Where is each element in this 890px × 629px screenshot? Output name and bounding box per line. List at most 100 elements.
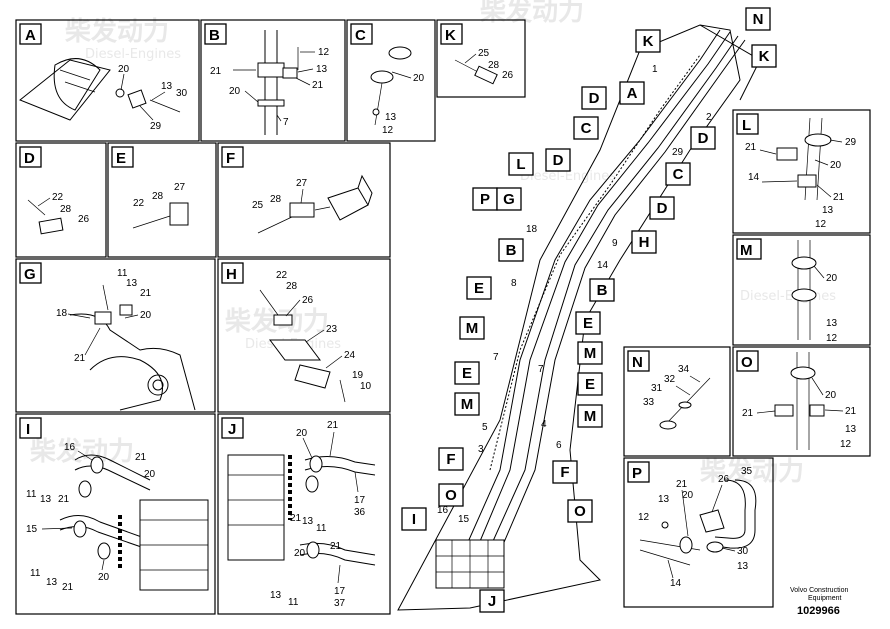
item-number: 5 bbox=[482, 422, 488, 433]
watermark-en: Diesel-Engines bbox=[520, 169, 616, 184]
panel-j: J 20 21 21 13 11 17 36 20 21 13 11 17 37 bbox=[217, 413, 391, 615]
watermark-en: Diesel-Engines bbox=[740, 289, 836, 304]
panel-l-label: 13 bbox=[822, 205, 834, 216]
main-numbers: 1 2 29 18 9 14 8 7 7 5 4 3 6 16 15 bbox=[437, 64, 712, 525]
panel-j-label: 13 bbox=[270, 590, 282, 601]
panel-n-label: 32 bbox=[664, 374, 676, 385]
panel-c: C 20 13 12 bbox=[346, 19, 436, 142]
item-number: 14 bbox=[597, 260, 609, 271]
panel-l-label: 20 bbox=[830, 160, 842, 171]
panel-p-label: 13 bbox=[737, 561, 749, 572]
panel-a-label: 20 bbox=[118, 64, 130, 75]
panel-i-label: 11 bbox=[26, 489, 37, 500]
panel-j-tag: J bbox=[228, 421, 236, 438]
callout-box bbox=[631, 230, 657, 254]
callout-tag: K bbox=[759, 48, 770, 65]
panel-m-label: 12 bbox=[826, 333, 838, 344]
item-number: 7 bbox=[493, 352, 499, 363]
panel-h-label: 28 bbox=[286, 281, 298, 292]
panel-h-tag: H bbox=[226, 266, 237, 283]
callout-box bbox=[438, 447, 464, 471]
callout-tag: K bbox=[643, 33, 654, 50]
panel-n: N 34 32 31 33 bbox=[623, 346, 731, 457]
panel-o-label: 13 bbox=[845, 424, 857, 435]
panel-e-label: 28 bbox=[152, 191, 164, 202]
callout-tag: N bbox=[753, 11, 764, 28]
panel-l-label: 21 bbox=[833, 192, 845, 203]
panel-f-label: 25 bbox=[252, 200, 264, 211]
callout-box bbox=[577, 404, 603, 428]
item-number: 9 bbox=[612, 238, 618, 249]
panel-g-label: 18 bbox=[56, 308, 68, 319]
callout-box bbox=[508, 152, 534, 176]
panel-h-label: 22 bbox=[276, 270, 288, 281]
panel-n-label: 31 bbox=[651, 383, 663, 394]
callout-tag: B bbox=[506, 242, 517, 259]
panel-i-label: 21 bbox=[135, 452, 147, 463]
main-assembly bbox=[397, 24, 761, 611]
callout-tag: D bbox=[589, 90, 600, 107]
callout-box bbox=[581, 86, 607, 110]
callout-tag: E bbox=[474, 280, 484, 297]
panel-l-label: 14 bbox=[748, 172, 760, 183]
item-number: 16 bbox=[437, 505, 449, 516]
callout-tag: H bbox=[639, 234, 650, 251]
panel-b-label: 13 bbox=[316, 64, 328, 75]
panel-p-label: 20 bbox=[682, 490, 694, 501]
drawing-number: 1029966 bbox=[797, 605, 840, 617]
callout-box bbox=[577, 341, 603, 365]
footer-line1: Volvo Construction bbox=[790, 587, 848, 594]
item-number: 29 bbox=[672, 147, 684, 158]
panel-j-label: 20 bbox=[294, 548, 306, 559]
callout-box bbox=[466, 276, 492, 300]
panel-j-label: 36 bbox=[354, 507, 366, 518]
item-number: 3 bbox=[478, 444, 484, 455]
watermark: 柴发动力 Diesel-Engines 柴发动力 Diesel-Engines … bbox=[29, 0, 836, 487]
panel-h: H 22 28 26 23 24 19 10 bbox=[217, 258, 391, 413]
callout-tag: F bbox=[446, 451, 455, 468]
panel-p-label: 26 bbox=[718, 474, 730, 485]
panel-f-tag: F bbox=[226, 150, 235, 167]
footer-line2: Equipment bbox=[808, 595, 842, 602]
panel-k-label: 26 bbox=[502, 70, 514, 81]
panel-m-label: 13 bbox=[826, 318, 838, 329]
panel-e-label: 22 bbox=[133, 198, 145, 209]
panel-b-label: 7 bbox=[283, 117, 289, 128]
callout-box bbox=[575, 311, 601, 335]
panel-g-label: 13 bbox=[126, 278, 138, 289]
panel-g-tag: G bbox=[24, 266, 36, 283]
panel-i-label: 16 bbox=[64, 442, 76, 453]
panel-i-label: 15 bbox=[26, 524, 38, 535]
panel-f-label: 28 bbox=[270, 194, 282, 205]
callout-box bbox=[567, 499, 593, 523]
panel-a: A 20 13 30 29 bbox=[15, 19, 200, 142]
callout-tag: B bbox=[597, 282, 608, 299]
panel-n-tag: N bbox=[632, 354, 643, 371]
callout-box bbox=[690, 126, 716, 150]
panel-g: G 11 13 21 18 20 21 bbox=[15, 258, 216, 413]
panel-h-label: 26 bbox=[302, 295, 314, 306]
callout-box bbox=[545, 148, 571, 172]
panel-o-label: 21 bbox=[845, 406, 857, 417]
panel-f-label: 27 bbox=[296, 178, 308, 189]
callout-box bbox=[635, 29, 661, 53]
panel-b-label: 21 bbox=[312, 80, 324, 91]
panel-l-tag: L bbox=[742, 117, 751, 134]
panel-c-tag: C bbox=[355, 27, 366, 44]
panel-k-label: 25 bbox=[478, 48, 490, 59]
callout-tag: O bbox=[574, 503, 586, 520]
panel-i-label: 13 bbox=[46, 577, 58, 588]
callout-box bbox=[454, 392, 480, 416]
panel-h-label: 19 bbox=[352, 370, 364, 381]
panel-e-tag: E bbox=[116, 150, 126, 167]
item-number: 2 bbox=[706, 112, 712, 123]
panel-g-label: 21 bbox=[74, 353, 86, 364]
panel-p-label: 12 bbox=[638, 512, 650, 523]
callout-tag: C bbox=[581, 120, 592, 137]
panel-h-label: 23 bbox=[326, 324, 338, 335]
callout-box bbox=[589, 278, 615, 302]
panel-p-tag: P bbox=[632, 465, 642, 482]
watermark-cn: 柴发动力 bbox=[64, 16, 169, 47]
